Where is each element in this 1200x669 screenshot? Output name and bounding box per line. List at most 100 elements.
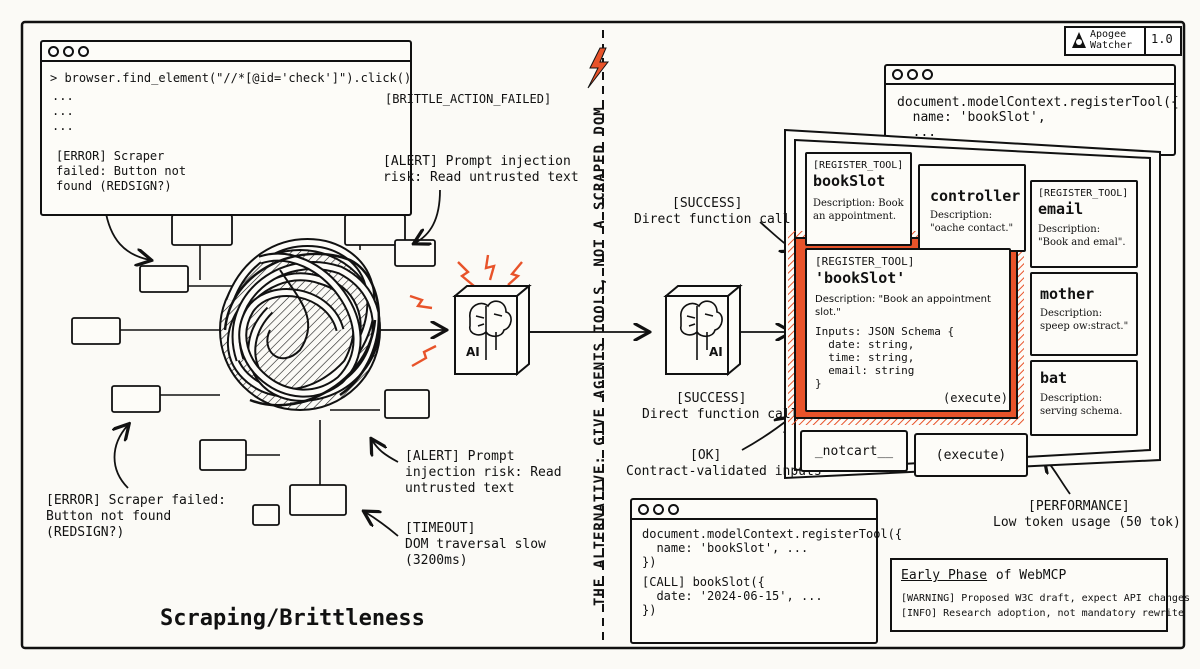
code-line-1: document.modelContext.registerTool({ [642,527,903,541]
code-line-5: [CALL] bookSlot({ [642,575,765,589]
window-titlebar [632,500,876,520]
main-card-inputs-1: Inputs: JSON Schema { [815,325,955,338]
execute-button[interactable]: (execute) [914,433,1028,477]
brittle-label: [BRITTLE_ACTION_FAILED] [385,92,552,106]
error-sparks [409,254,523,368]
card-desc-1: Description: [1040,393,1103,404]
alert-bottom-2: injection risk: Read [405,465,562,480]
lightning-icon [587,47,610,89]
ok-1: [OK] [690,448,722,463]
back-window-line-3: ... [897,125,937,140]
ok-2: Contract-validated inputs [626,464,822,479]
tool-card-bookslot-small: [REGISTER_TOOL] bookSlot Description: Bo… [805,152,912,246]
version-text: 1.0 [1151,32,1173,46]
early-info: [INFO] Research adoption, not mandatory … [901,608,1184,619]
card-desc-1: Description: Book [813,198,904,209]
code-line-3: }) [642,555,657,569]
card-desc-2: "Book and emal". [1038,237,1126,248]
code-line-2: name: 'bookSlot', ... [642,541,809,555]
error-bottom-1: [ERROR] Scraper failed: [46,493,227,508]
timeout-2: DOM traversal slow [405,537,546,552]
terminal-error-3: found (REDSIGN?) [56,179,172,193]
terminal-line-2: ... [52,89,74,103]
card-name: bookSlot [813,172,886,190]
timeout-1: [TIMEOUT] [405,521,476,536]
brain-icon-right [680,300,723,360]
main-card-inputs-5: } [815,377,822,390]
early-warning: [WARNING] Proposed W3C draft, expect API… [901,593,1190,604]
card-desc-2: speep ow:stract." [1040,321,1129,332]
tool-card-bookslot-main: [REGISTER_TOOL] 'bookSlot' Description: … [805,248,1011,412]
success-top-2: Direct function call [634,212,791,227]
card-desc-2: "oache contact." [930,223,1014,234]
card-desc-1: Description: [1038,224,1101,235]
main-card-desc-2: slot." [815,307,841,318]
tangled-dom-scribble [219,238,381,411]
tool-card-mother: mother Description: speep ow:stract." [1030,272,1138,356]
tool-card-controller: controller Description: "oache contact." [918,164,1026,252]
ai-label-left: AI [466,345,480,359]
main-card-inputs-3: time: string, [815,351,915,364]
outer-frame [20,20,1186,650]
brain-icon-left [469,300,512,360]
terminal-line-3: ... [52,104,74,118]
code-line-6: date: '2024-06-15', ... [642,589,823,603]
terminal-error-1: [ERROR] Scraper [56,149,165,163]
card-desc-1: Description: [930,210,993,221]
divider-label: THE ALTERNATIVE: GIVE AGENTS TOOLS, NOT … [592,106,608,606]
card-desc-2: an appointment. [813,211,897,222]
error-bottom-3: (REDSIGN?) [46,525,125,540]
window-titlebar [42,42,410,62]
tool-card-email: [REGISTER_TOOL] email Description: "Book… [1030,180,1138,268]
alert-top-1: [ALERT] Prompt injection [383,154,571,169]
apogee-logo-icon [1072,32,1086,48]
ai-cube-left [452,283,532,377]
card-tag: [REGISTER_TOOL] [813,160,904,171]
success-bottom-2: Direct function call [642,407,799,422]
main-card-inputs-2: date: string, [815,338,915,351]
ai-cube-right [663,283,743,377]
card-name: controller [930,187,1021,205]
brand-badge: Apogee Watcher [1064,26,1146,56]
brand-name-line1: Apogee [1090,29,1127,40]
main-card-tag: [REGISTER_TOOL] [815,255,915,268]
main-card-execute-button[interactable]: (execute) [943,391,1009,405]
ai-label-right: AI [709,345,723,359]
left-section-title: Scraping/Brittleness [160,606,425,631]
early-phase-title-rest: of WebMCP [988,568,1067,583]
back-window-dots [892,69,933,80]
back-window-line-1: document.modelContext.registerTool({ [897,95,1179,110]
card-name: email [1038,200,1084,218]
error-bottom-2: Button not found [46,509,172,524]
early-phase-title: Early Phase [901,568,988,583]
performance-2: Low token usage (50 tok) [993,515,1181,530]
success-bottom-1: [SUCCESS] [676,391,747,406]
window-dots [48,46,89,57]
version-badge: 1.0 [1144,26,1182,56]
main-card-name: 'bookSlot' [815,269,906,287]
back-window-line-2: name: 'bookSlot', [897,110,1046,125]
timeout-3: (3200ms) [405,553,468,568]
success-top-1: [SUCCESS] [672,196,743,211]
alert-bottom-1: [ALERT] Prompt [405,449,515,464]
card-name: bat [1040,369,1068,387]
tool-card-bat: bat Description: serving schema. [1030,360,1138,436]
window-dots [638,504,679,515]
card-desc-1: Description: [1040,308,1103,319]
alert-top-2: risk: Read untrusted text [383,170,579,185]
terminal-line-4: ... [52,119,74,133]
main-card-inputs-4: email: string [815,364,915,377]
card-desc-2: serving schema. [1040,406,1123,417]
main-card-desc-1: Description: "Book an appointment [815,294,991,305]
brand-name-line2: Watcher [1090,40,1133,51]
code-line-7: }) [642,603,657,617]
card-name: mother [1040,285,1095,303]
performance-1: [PERFORMANCE] [1028,499,1130,514]
notcart-button[interactable]: _notcart__ [800,430,908,472]
terminal-line-1: > browser.find_element("//*[@id='check']… [50,71,412,85]
terminal-error-2: failed: Button not [56,164,187,178]
card-tag: [REGISTER_TOOL] [1038,188,1129,199]
alert-bottom-3: untrusted text [405,481,515,496]
early-phase-box: Early Phase of WebMCP [WARNING] Proposed… [890,558,1190,632]
